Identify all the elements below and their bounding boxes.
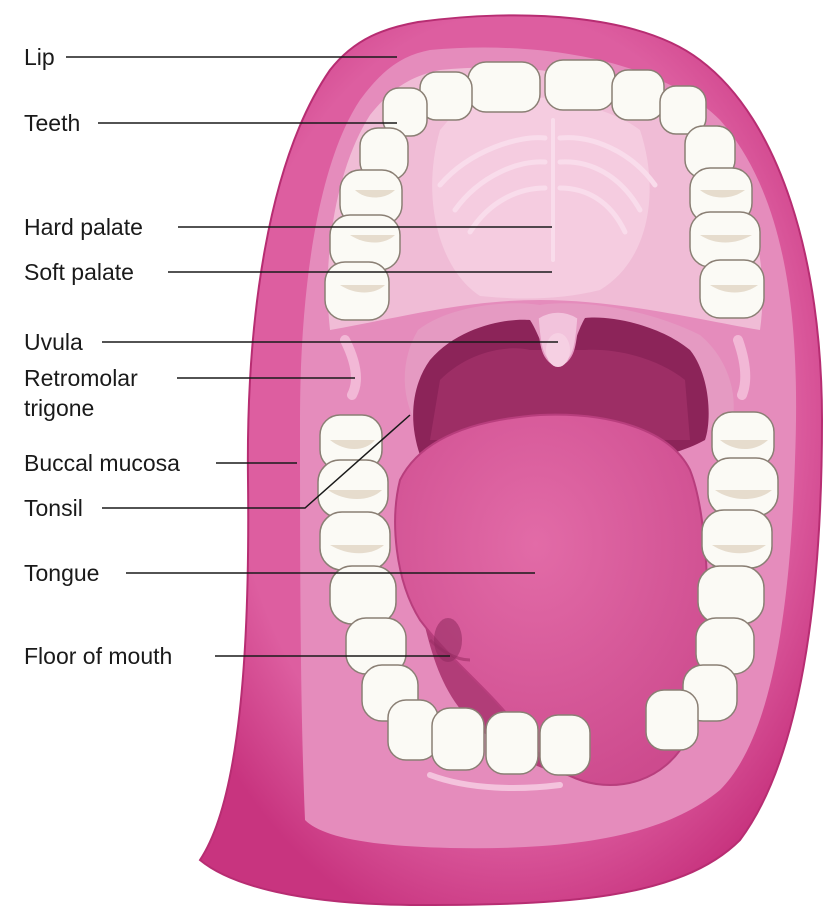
label-tonsil: Tonsil: [24, 495, 83, 521]
label-lip: Lip: [24, 44, 55, 70]
label-hard-palate: Hard palate: [24, 214, 143, 240]
label-retromolar: Retromolar: [24, 365, 138, 391]
labels: Lip Teeth Hard palate Soft palate Uvula …: [24, 44, 180, 669]
label-floor-of-mouth: Floor of mouth: [24, 643, 172, 669]
label-teeth: Teeth: [24, 110, 80, 136]
label-soft-palate: Soft palate: [24, 259, 134, 285]
label-trigone: trigone: [24, 395, 94, 421]
label-buccal-mucosa: Buccal mucosa: [24, 450, 180, 476]
label-uvula: Uvula: [24, 329, 83, 355]
label-tongue: Tongue: [24, 560, 99, 586]
